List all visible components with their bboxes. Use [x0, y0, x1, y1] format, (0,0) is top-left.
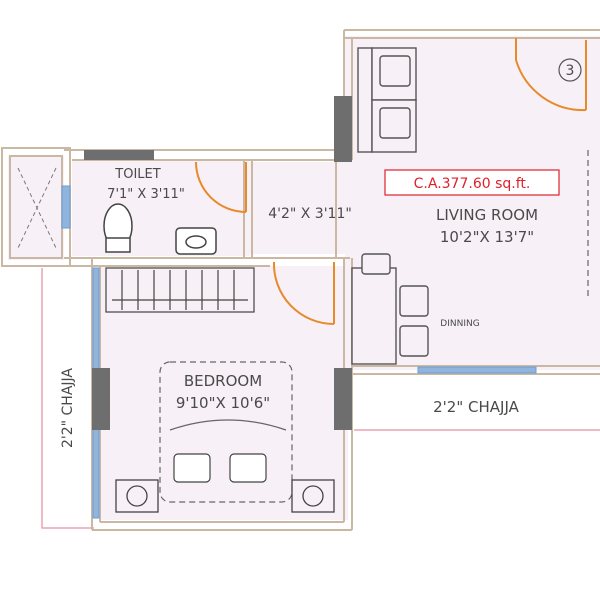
- sofa: [357, 47, 417, 153]
- column-toilet-top: [84, 150, 154, 160]
- bedroom-size: 9'10"X 10'6": [176, 394, 270, 412]
- side-tables: [115, 479, 335, 513]
- bedroom-name: BEDROOM: [184, 372, 262, 390]
- toilet-name: TOILET: [114, 167, 160, 182]
- dining-label: DINNING: [440, 319, 479, 329]
- dining-chair: [399, 325, 429, 357]
- dining-chair: [399, 285, 429, 317]
- shower-floor: [8, 156, 64, 260]
- wardrobe: [105, 267, 255, 313]
- living-room-size: 10'2"X 13'7": [440, 228, 534, 246]
- toilet-window: [61, 185, 71, 229]
- dining-set: [351, 253, 429, 365]
- column-living-left: [334, 96, 352, 162]
- bed: [159, 361, 293, 503]
- columns: [84, 96, 352, 430]
- door-bedroom: [272, 261, 335, 325]
- unit-number: 3: [566, 63, 575, 79]
- door-main-entry: [515, 38, 587, 112]
- door-swings: [195, 38, 587, 325]
- passage-floor: [250, 162, 350, 254]
- chajja-left-label: 2'2" CHAJJA: [60, 368, 76, 448]
- dining-chair: [361, 253, 391, 275]
- door-toilet: [195, 161, 247, 213]
- shower-tray: [17, 167, 57, 249]
- column-bedroom-right: [334, 368, 352, 430]
- column-bedroom-left: [92, 368, 110, 430]
- carpet-area-box: C.A.377.60 sq.ft.: [384, 169, 560, 196]
- chajja-outlines: [41, 268, 600, 529]
- wc: [103, 203, 133, 253]
- carpet-area-label: C.A.377.60 sq.ft.: [414, 176, 531, 192]
- toilet-size: 7'1" X 3'11": [107, 187, 185, 202]
- living-room-name: LIVING ROOM: [436, 206, 538, 224]
- toilet-floor: [72, 160, 250, 256]
- living-window: [417, 366, 537, 374]
- passage-size: 4'2" X 3'11": [268, 206, 352, 222]
- unit-number-badge: 3: [558, 58, 582, 82]
- chajja-bottom-label: 2'2" CHAJJA: [433, 398, 519, 416]
- wash-basin: [175, 227, 217, 255]
